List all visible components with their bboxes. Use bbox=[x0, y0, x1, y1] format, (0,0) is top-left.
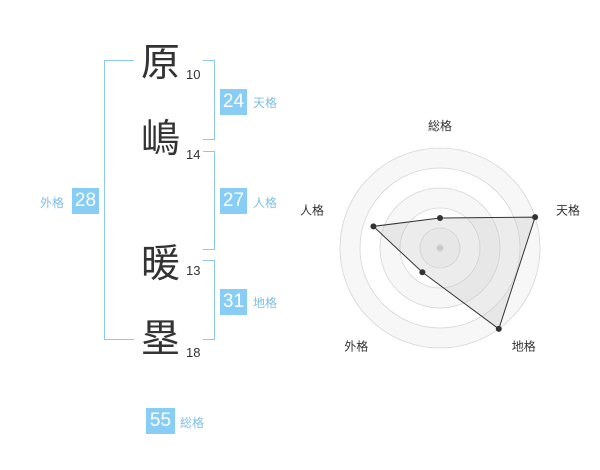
tenkaku-bracket bbox=[203, 60, 215, 140]
chikaku-label: 地格 bbox=[253, 296, 278, 310]
stroke-count-4: 18 bbox=[186, 345, 201, 360]
gaikaku-bracket bbox=[104, 60, 134, 340]
name-char-2: 嶋 bbox=[141, 117, 181, 162]
gaikaku-value: 28 bbox=[72, 188, 99, 214]
tenkaku-label: 天格 bbox=[253, 96, 278, 110]
soukaku-label: 総格 bbox=[180, 416, 205, 430]
stroke-count-2: 14 bbox=[186, 147, 201, 162]
chikaku-bracket bbox=[203, 260, 215, 340]
radar-axis-label-3: 外格 bbox=[344, 339, 368, 354]
gaikaku-label: 外格 bbox=[40, 196, 65, 210]
radar-axis-label-0: 総格 bbox=[428, 118, 452, 133]
radar-point-0 bbox=[437, 215, 443, 221]
jinkaku-value: 27 bbox=[220, 188, 247, 214]
radar-shape bbox=[370, 214, 539, 332]
tenkaku-value: 24 bbox=[220, 89, 247, 115]
radar-point-2 bbox=[495, 325, 502, 332]
radar-point-4 bbox=[370, 223, 377, 230]
radar-axis-label-1: 天格 bbox=[556, 202, 580, 217]
name-char-1: 原 bbox=[141, 41, 181, 86]
radar-axis-label-2: 地格 bbox=[512, 339, 536, 354]
radar-polygon bbox=[372, 216, 536, 330]
jinkaku-bracket bbox=[203, 151, 215, 250]
stroke-count-3: 13 bbox=[186, 263, 201, 278]
jinkaku-label: 人格 bbox=[253, 196, 278, 210]
soukaku-value: 55 bbox=[146, 408, 175, 434]
stroke-count-1: 10 bbox=[186, 67, 201, 82]
radar-axis-label-4: 人格 bbox=[300, 202, 324, 217]
radar-grid bbox=[339, 147, 541, 349]
radar-point-3 bbox=[419, 269, 426, 276]
radar-center bbox=[436, 244, 444, 252]
name-char-3: 暖 bbox=[141, 242, 181, 287]
radar-point-1 bbox=[532, 214, 539, 221]
chikaku-value: 31 bbox=[220, 289, 247, 315]
name-char-4: 塁 bbox=[141, 317, 181, 362]
